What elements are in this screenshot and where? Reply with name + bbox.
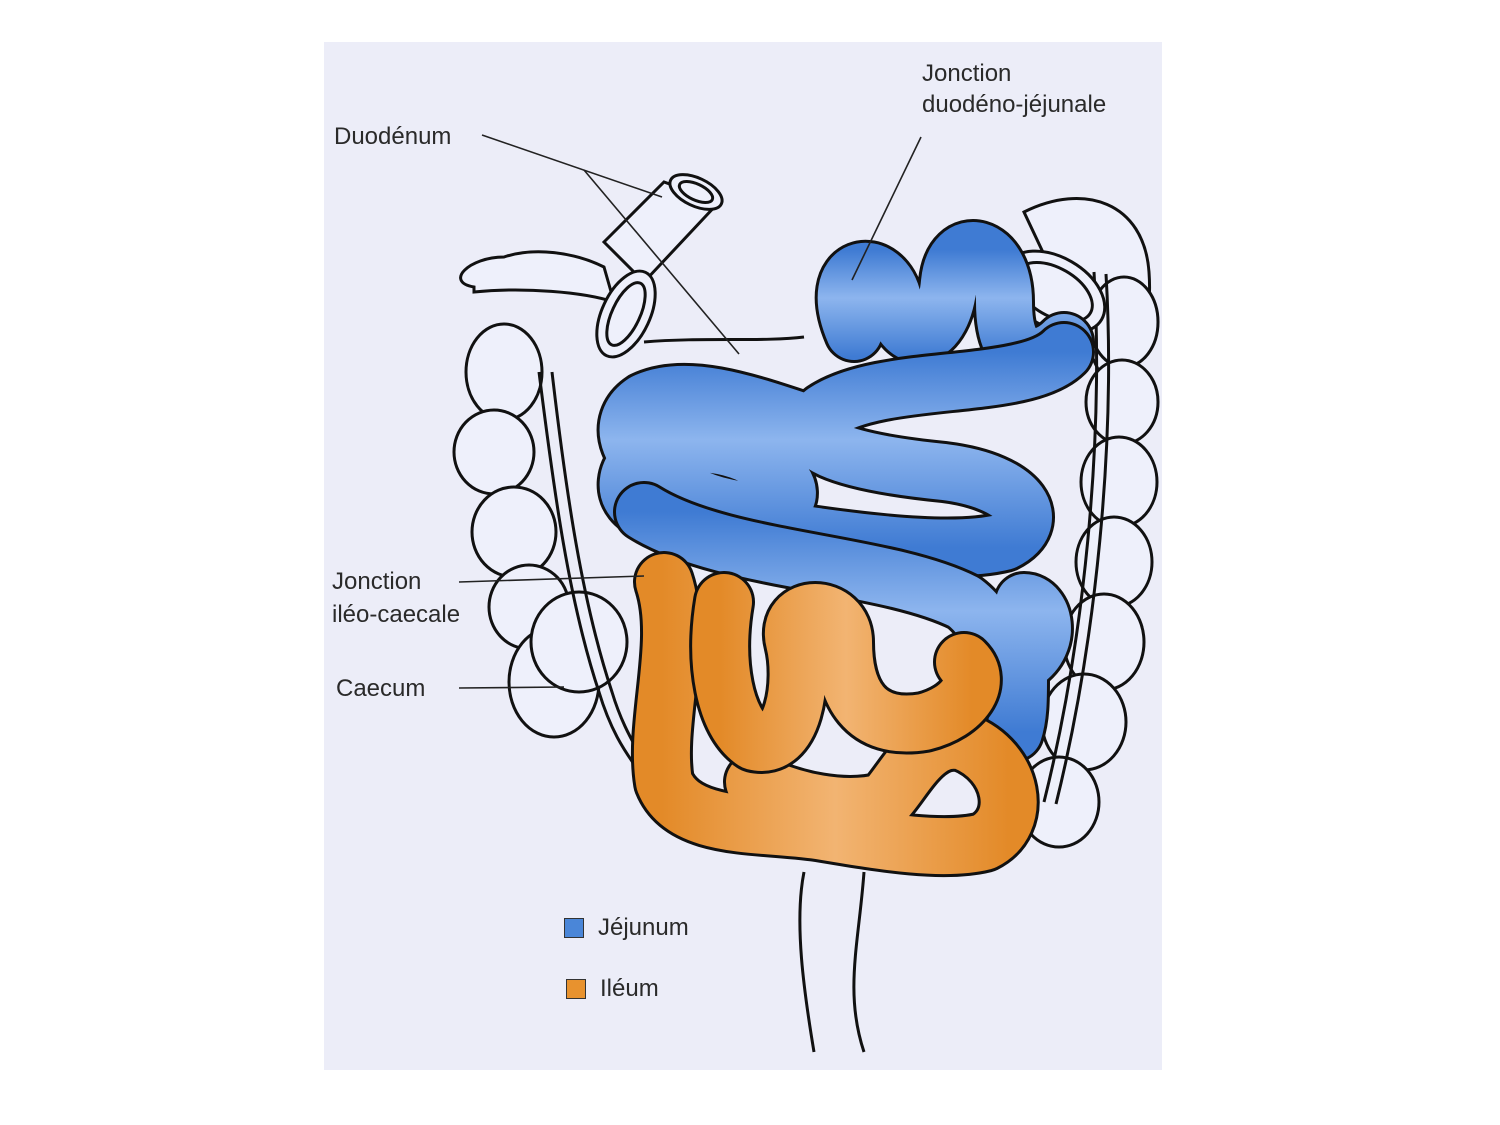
mesentery-line-right: [852, 871, 866, 1053]
label-jonction-dj-line2: duodéno-jéjunale: [922, 91, 1107, 118]
label-jonction-dj-line1: Jonction: [922, 60, 1012, 87]
legend-label-ileum: Iléum: [600, 975, 659, 1002]
label-caecum: Caecum: [336, 675, 426, 702]
jejunum: [596, 219, 1095, 763]
jejunum-swatch-icon: [564, 918, 584, 938]
intestine-illustration: [452, 134, 1160, 1053]
leader-lines: [458, 134, 922, 689]
legend-item-ileum: Iléum: [566, 975, 659, 1003]
duodenum-tube: [595, 173, 805, 359]
mesentery-line-left: [798, 871, 816, 1053]
label-duodenum: Duodénum: [334, 123, 452, 150]
legend-label-jejunum: Jéjunum: [598, 914, 689, 941]
ileum-swatch-icon: [566, 979, 586, 999]
ileum: [630, 551, 1040, 878]
label-jonction-ic-line2: iléo-caecale: [332, 601, 461, 628]
figure-panel: Duodénum Jonction duodéno-jéjunale Jonct…: [324, 42, 1162, 1070]
colon-ascending: [452, 250, 629, 739]
colon-descending: [1017, 197, 1160, 849]
label-jonction-ic-line1: Jonction: [332, 568, 422, 595]
legend-item-jejunum: Jéjunum: [564, 914, 689, 942]
